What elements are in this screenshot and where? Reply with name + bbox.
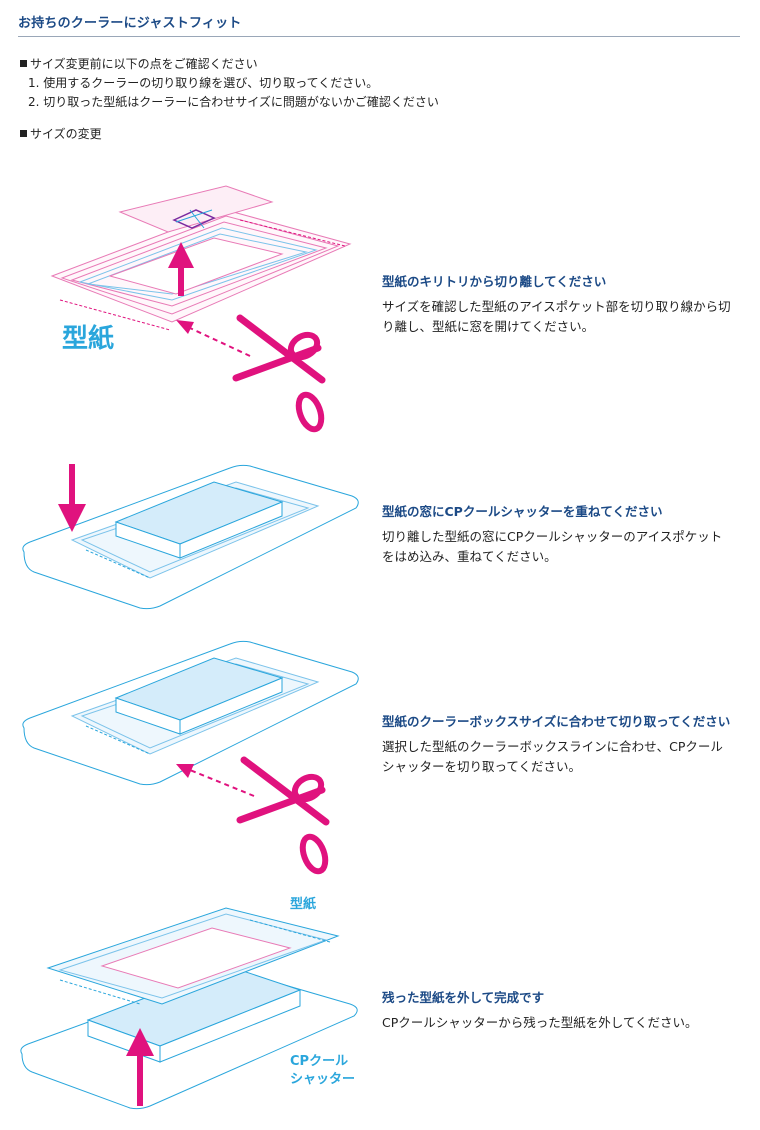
page-title: お持ちのクーラーにジャストフィット (18, 16, 242, 31)
check-heading: サイズ変更前に以下の点をご確認ください (20, 56, 258, 73)
step4-label-cp-line1: CPクール (290, 1054, 349, 1069)
square-bullet-icon (20, 60, 27, 67)
step1-description: サイズを確認した型紙のアイスポケット部を切り取り線から切り離し、型紙に窓を開けて… (382, 299, 731, 334)
check-item-1: 1. 使用するクーラーの切り取り線を選び、切り取ってください。 (28, 76, 379, 90)
size-heading: サイズの変更 (20, 126, 102, 143)
step3-heading: 型紙のクーラーボックスサイズに合わせて切り取ってください (382, 714, 731, 729)
step2-heading: 型紙の窓にCPクールシャッターを重ねてください (382, 504, 663, 519)
size-heading-text: サイズの変更 (30, 127, 102, 141)
step-4: 残った型紙を外して完成です CPクールシャッターから残った型紙を外してください。 (382, 988, 734, 1033)
step2-illustration (22, 464, 359, 610)
check-item-2: 2. 切り取った型紙はクーラーに合わせサイズに問題がないかご確認ください (28, 95, 439, 109)
step1-illustration (50, 185, 352, 433)
step-1: 型紙のキリトリから切り離してください サイズを確認した型紙のアイスポケット部を切… (382, 272, 734, 337)
check-heading-text: サイズ変更前に以下の点をご確認ください (30, 57, 258, 71)
step2-description: 切り離した型紙の窓にCPクールシャッターのアイスポケットをはめ込み、重ねてくださ… (382, 529, 723, 564)
step-3: 型紙のクーラーボックスサイズに合わせて切り取ってください 選択した型紙のクーラー… (382, 712, 734, 777)
step4-illustration (20, 907, 358, 1110)
step4-label-cp-line2: シャッター (290, 1072, 356, 1087)
square-bullet-icon (20, 130, 27, 137)
step3-illustration (22, 640, 359, 875)
step-2: 型紙の窓にCPクールシャッターを重ねてください 切り離した型紙の窓にCPクールシ… (382, 502, 734, 567)
title-divider (18, 36, 740, 37)
step4-label-template: 型紙 (290, 897, 317, 912)
step4-description: CPクールシャッターから残った型紙を外してください。 (382, 1015, 698, 1030)
step4-heading: 残った型紙を外して完成です (382, 990, 545, 1005)
step1-heading: 型紙のキリトリから切り離してください (382, 274, 607, 289)
step1-label-template: 型紙 (62, 324, 115, 354)
step3-description: 選択した型紙のクーラーボックスラインに合わせ、CPクールシャッターを切り取ってく… (382, 739, 723, 774)
